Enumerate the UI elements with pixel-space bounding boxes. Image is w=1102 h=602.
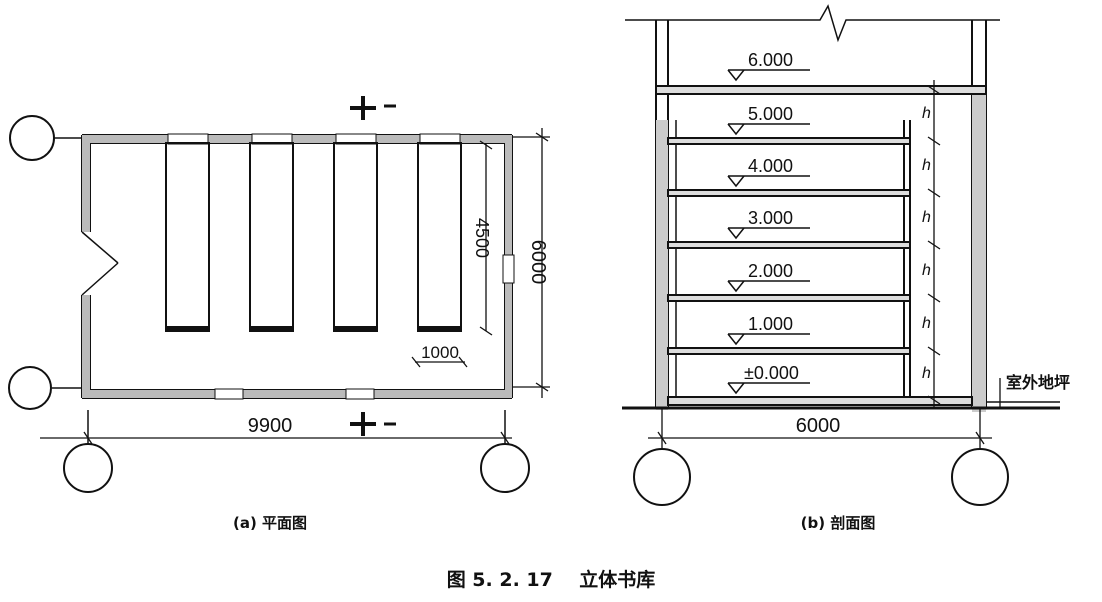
floor-5 [667, 137, 911, 145]
roof-slab [655, 85, 987, 95]
h-label-4: h [922, 262, 931, 279]
floor-1 [667, 347, 911, 355]
plan-door [81, 231, 119, 296]
plan-dim-height-outer: 6000 [527, 240, 549, 285]
section-floors [667, 137, 973, 406]
h-label-6: h [922, 365, 931, 382]
h-label-2: h [922, 157, 931, 174]
plan-dim-width: 9900 [248, 415, 293, 437]
plan-window-6 [345, 388, 375, 400]
bookshelf-1 [165, 142, 210, 332]
plan-window-7 [502, 254, 515, 284]
floor-2 [667, 294, 911, 302]
h-dimension-line [927, 80, 941, 408]
h-label-1: h [922, 105, 931, 122]
bookshelf-3 [333, 142, 378, 332]
level-label-1: 1.000 [748, 314, 793, 334]
section-dim-width: 6000 [796, 415, 841, 437]
section-width-dimension [648, 408, 992, 448]
section-axis-circle-left [633, 448, 691, 506]
axis-circle-bottom-b [480, 443, 530, 493]
level-label-4: 4.000 [748, 156, 793, 176]
floor-4 [667, 189, 911, 197]
floor-0 [667, 396, 973, 406]
plan-dim-aisle: 1000 [421, 343, 459, 362]
bookshelf-2 [249, 142, 294, 332]
level-label-5: 5.000 [748, 104, 793, 124]
figure-caption: 图 5. 2. 17 立体书库 [447, 568, 656, 591]
level-label-2: 2.000 [748, 261, 793, 281]
plan-section-marks [350, 96, 396, 436]
level-label-6: 6.000 [748, 50, 793, 70]
plan-bookshelves [165, 142, 462, 332]
section-subtitle: (b) 剖面图 [801, 514, 876, 532]
axis-circle-top-left [9, 115, 55, 161]
axis-circle-bottom-a [63, 443, 113, 493]
plan-dimensions [40, 128, 550, 445]
h-label-5: h [922, 315, 931, 332]
section-axis-circle-right [951, 448, 1009, 506]
level-markers [727, 69, 810, 395]
h-label-3: h [922, 209, 931, 226]
plan-dim-height-inner: 4500 [472, 218, 492, 258]
plan-view [8, 96, 550, 493]
roof-break-line [625, 4, 1000, 43]
level-label-3: 3.000 [748, 208, 793, 228]
axis-circle-bottom-left [8, 366, 52, 410]
ground-label: 室外地坪 [1006, 373, 1070, 392]
section-view [622, 4, 1060, 506]
plan-window-5 [214, 388, 244, 400]
plan-subtitle: (a) 平面图 [233, 514, 307, 532]
floor-3 [667, 241, 911, 249]
bookshelf-4 [417, 142, 462, 332]
level-label-0: ±0.000 [744, 363, 799, 383]
